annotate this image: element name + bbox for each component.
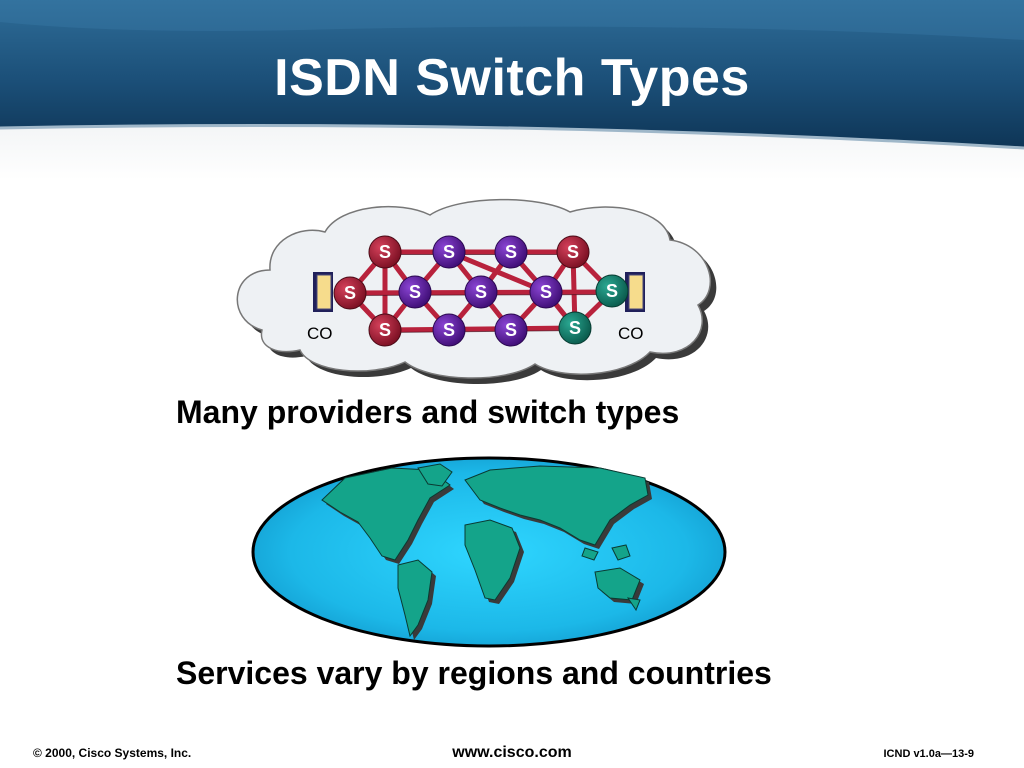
node-label: S: [569, 318, 581, 338]
continent-greenland: [417, 463, 453, 487]
node-label: S: [567, 242, 579, 262]
node-label: S: [379, 320, 391, 340]
caption-services: Services vary by regions and countries: [176, 655, 772, 691]
node-label: S: [606, 281, 618, 301]
co-label-left: CO: [307, 324, 333, 343]
node-label: S: [443, 320, 455, 340]
node-label: S: [344, 283, 356, 303]
node-label: S: [475, 282, 487, 302]
island: [611, 544, 631, 561]
switch-nodes: S S S S S S S S: [333, 235, 629, 347]
switch-node: S: [464, 275, 498, 309]
continent-eurasia: [464, 465, 649, 546]
continents: [321, 463, 652, 640]
switch-node: S: [556, 235, 590, 269]
node-label: S: [505, 320, 517, 340]
continent-africa: [464, 519, 521, 601]
switch-node: S: [494, 313, 528, 347]
node-label: S: [443, 242, 455, 262]
switch-node: S: [368, 313, 402, 347]
link: [448, 249, 547, 295]
node-label: S: [505, 242, 517, 262]
co-box-right: [625, 272, 645, 312]
footer-website[interactable]: www.cisco.com: [452, 744, 572, 761]
node-label: S: [409, 282, 421, 302]
caption-providers: Many providers and switch types: [176, 394, 680, 430]
co-box-left: [313, 272, 333, 312]
switch-node: S: [432, 313, 466, 347]
node-label: S: [540, 282, 552, 302]
link: [384, 325, 576, 333]
node-label: S: [379, 242, 391, 262]
header-banner: ISDN Switch Types: [0, 0, 1024, 180]
switch-node: S: [333, 276, 367, 310]
footer-course-code: ICND v1.0a—13-9: [883, 748, 975, 760]
switch-node: S: [558, 311, 592, 345]
switch-node: S: [529, 275, 563, 309]
continent-north-america: [321, 467, 451, 561]
switch-node: S: [398, 275, 432, 309]
co-label-right: CO: [618, 324, 644, 343]
island: [626, 597, 641, 612]
world-map: [251, 456, 727, 648]
footer-copyright: © 2000, Cisco Systems, Inc.: [33, 746, 192, 760]
switch-node: S: [432, 235, 466, 269]
switch-node: S: [494, 235, 528, 269]
island: [581, 547, 599, 561]
slide-title: ISDN Switch Types: [274, 49, 750, 107]
continent-south-america: [397, 559, 433, 638]
switch-node: S: [368, 235, 402, 269]
switch-node: S: [595, 274, 629, 308]
